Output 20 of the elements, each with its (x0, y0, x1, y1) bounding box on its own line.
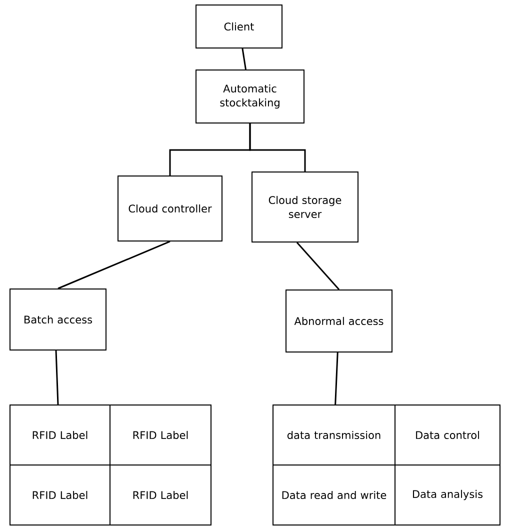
table-cell: Data analysis (394, 464, 500, 526)
table-cell: RFID Label (110, 404, 212, 466)
process-box: Cloud controller (118, 176, 222, 242)
connector-line (296, 242, 340, 290)
table-cell: RFID Label (10, 464, 110, 526)
table-cell: RFID Label (110, 464, 212, 526)
table-cell: RFID Label (10, 404, 110, 466)
connector-line (58, 240, 170, 290)
process-box: Client (196, 4, 282, 48)
connector-line (242, 48, 246, 70)
process-box: Abnormal access (286, 290, 392, 352)
process-box: Automatic stocktaking (196, 70, 304, 124)
connector-line (249, 124, 306, 172)
process-box: Batch access (10, 288, 106, 350)
connector-line (55, 350, 59, 405)
table-cell: Data read and write (272, 464, 396, 526)
connector-line (334, 352, 338, 405)
process-box: Cloud storage server (252, 172, 358, 242)
table-cell: data transmission (272, 404, 396, 466)
table-cell: Data control (394, 404, 500, 466)
